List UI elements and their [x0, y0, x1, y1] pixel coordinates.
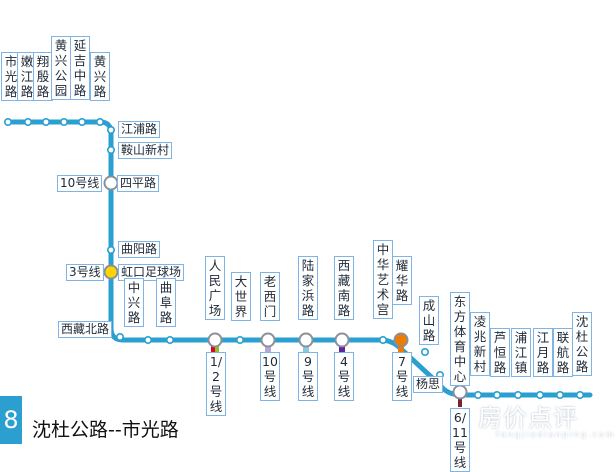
station-label-xizang-north-road: 西藏北路 — [58, 321, 113, 338]
station-label: 老西门 — [260, 272, 280, 321]
transfer-label: 10号线 — [260, 352, 280, 401]
station-label: 大世界 — [231, 272, 251, 321]
station-dot — [107, 246, 116, 255]
interchange-station-icon — [260, 332, 276, 348]
station-label: 中华艺术宫 — [373, 240, 393, 319]
station-label-quyang-road: 曲阳路 — [118, 241, 161, 258]
station-dot — [116, 332, 125, 341]
transfer-label: 6/11号线 — [450, 408, 470, 472]
interchange-station-icon — [298, 332, 314, 348]
transfer-stub — [215, 346, 219, 355]
interchange-station-icon — [452, 384, 468, 400]
station-label: 耀华路 — [392, 256, 412, 305]
route-title: 沈杜公路--市光路 — [32, 419, 179, 441]
station-dot — [41, 118, 50, 127]
station-dot — [420, 347, 429, 356]
transfer-label: 4号线 — [334, 352, 354, 401]
station-label-siping-road: 四平路 — [117, 175, 160, 192]
station-dot — [96, 118, 105, 127]
station-label: 浦江镇 — [511, 328, 531, 377]
station-dot — [473, 390, 482, 399]
transfer-label: 9号线 — [298, 352, 318, 401]
station-label-yangsi: 杨思 — [413, 376, 444, 393]
station-label-anshan-xincun: 鞍山新村 — [118, 142, 173, 159]
station-dot — [236, 335, 245, 344]
station-label: 沈杜公路 — [572, 312, 592, 376]
transfer-stub — [339, 346, 345, 355]
transfer-label: 1/2号线 — [206, 352, 226, 416]
metro-line-map: 8 沈杜公路--市光路 房价点评 fangjiadianping.com 市光路… — [0, 36, 614, 472]
station-label: 黄兴公园 — [51, 36, 71, 100]
station-dot — [78, 118, 87, 127]
line-8-route-svg — [4, 118, 593, 407]
station-label: 江月路 — [533, 328, 553, 377]
watermark-domain: fangjiadianping.com — [496, 430, 616, 439]
station-dot — [4, 118, 13, 127]
transfer-stub — [211, 346, 215, 355]
station-label-jiangpu-road: 江浦路 — [118, 121, 161, 138]
station-label: 翔殷路 — [33, 52, 53, 101]
interchange-station-icon — [334, 332, 350, 348]
station-dot — [535, 390, 544, 399]
transfer-stub — [398, 346, 404, 355]
station-label: 曲阜路 — [156, 278, 176, 327]
transfer-label: 7号线 — [392, 352, 412, 401]
interchange-station-icon — [393, 332, 409, 348]
transfer-label: 10号线 — [57, 175, 103, 192]
interchange-station-icon — [103, 175, 119, 191]
station-label: 东方体育中心 — [450, 292, 470, 386]
station-label: 联航路 — [553, 328, 573, 377]
station-dot — [107, 146, 116, 155]
watermark-logo: 房价点评 — [478, 404, 578, 432]
station-dot — [492, 390, 501, 399]
station-dot — [144, 335, 153, 344]
station-label: 中兴路 — [124, 278, 144, 327]
station-label: 成山路 — [419, 296, 439, 345]
station-dot — [59, 118, 68, 127]
transfer-stub — [458, 398, 462, 407]
interchange-station-icon — [103, 264, 119, 280]
line-number-badge: 8 — [0, 396, 22, 444]
transfer-stub — [265, 346, 271, 355]
station-dot — [513, 390, 522, 399]
station-label-hongkou-stadium: 虹口足球场 — [118, 264, 185, 281]
station-dot — [107, 126, 116, 135]
transfer-stub — [303, 346, 309, 355]
station-label: 芦恒路 — [490, 328, 510, 377]
interchange-station-icon — [207, 332, 223, 348]
station-dot — [555, 390, 564, 399]
station-dot — [23, 118, 32, 127]
station-label: 黄兴路 — [90, 52, 110, 101]
station-label: 凌兆新村 — [470, 312, 490, 376]
station-dot — [575, 390, 584, 399]
station-dot — [166, 335, 175, 344]
station-label: 西藏南路 — [334, 256, 354, 320]
station-dot — [378, 335, 387, 344]
transfer-label: 3号线 — [66, 264, 104, 281]
station-label: 陆家浜路 — [298, 256, 318, 320]
station-label: 嫩江路 — [17, 52, 37, 101]
station-label: 人民广场 — [205, 256, 225, 320]
station-label: 延吉中路 — [70, 36, 90, 100]
